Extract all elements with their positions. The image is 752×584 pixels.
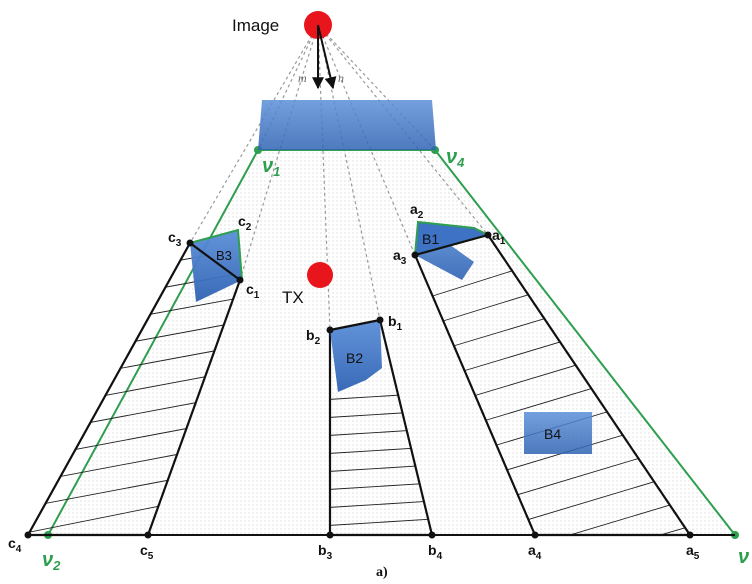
a1-label: a1 — [492, 227, 506, 247]
c5-label: c5 — [140, 542, 154, 562]
m-label: m — [298, 71, 307, 85]
block-b4 — [524, 412, 592, 454]
caption-label: a) — [376, 565, 388, 580]
v1-label: ν1 — [262, 155, 280, 179]
c4-label: c4 — [8, 535, 22, 555]
c1-label: c1 — [246, 281, 260, 301]
c2-label: c2 — [238, 213, 252, 233]
image-plane — [258, 100, 436, 150]
b3-point-label: b3 — [318, 542, 333, 562]
b2-point-label: b2 — [306, 327, 321, 347]
tx-node — [307, 262, 333, 288]
v4-label: ν4 — [446, 146, 465, 170]
block-b3 — [189, 228, 243, 302]
n-label: n — [338, 71, 344, 85]
image-label: Image — [232, 16, 279, 35]
a3-label: a3 — [393, 247, 407, 267]
b1-point-label: b1 — [388, 313, 403, 333]
b4-point-label: b4 — [428, 542, 443, 562]
a5-label: a5 — [686, 542, 700, 562]
tx-label: TX — [282, 288, 304, 307]
block-b2 — [329, 318, 382, 392]
c3-label: c3 — [168, 229, 182, 249]
n-arrow — [317, 24, 337, 90]
v2-label: ν2 — [42, 549, 61, 573]
a2-label: a2 — [410, 201, 424, 221]
block-b2-label: B2 — [346, 350, 363, 366]
block-b1-label: B1 — [422, 231, 439, 247]
vertex-dots — [24, 231, 694, 539]
block-b4-label: B4 — [544, 426, 561, 442]
field-of-view-region — [48, 150, 735, 535]
block-b3-label: B3 — [216, 248, 232, 263]
a4-label: a4 — [528, 542, 542, 562]
v3-label: ν — [738, 546, 749, 568]
